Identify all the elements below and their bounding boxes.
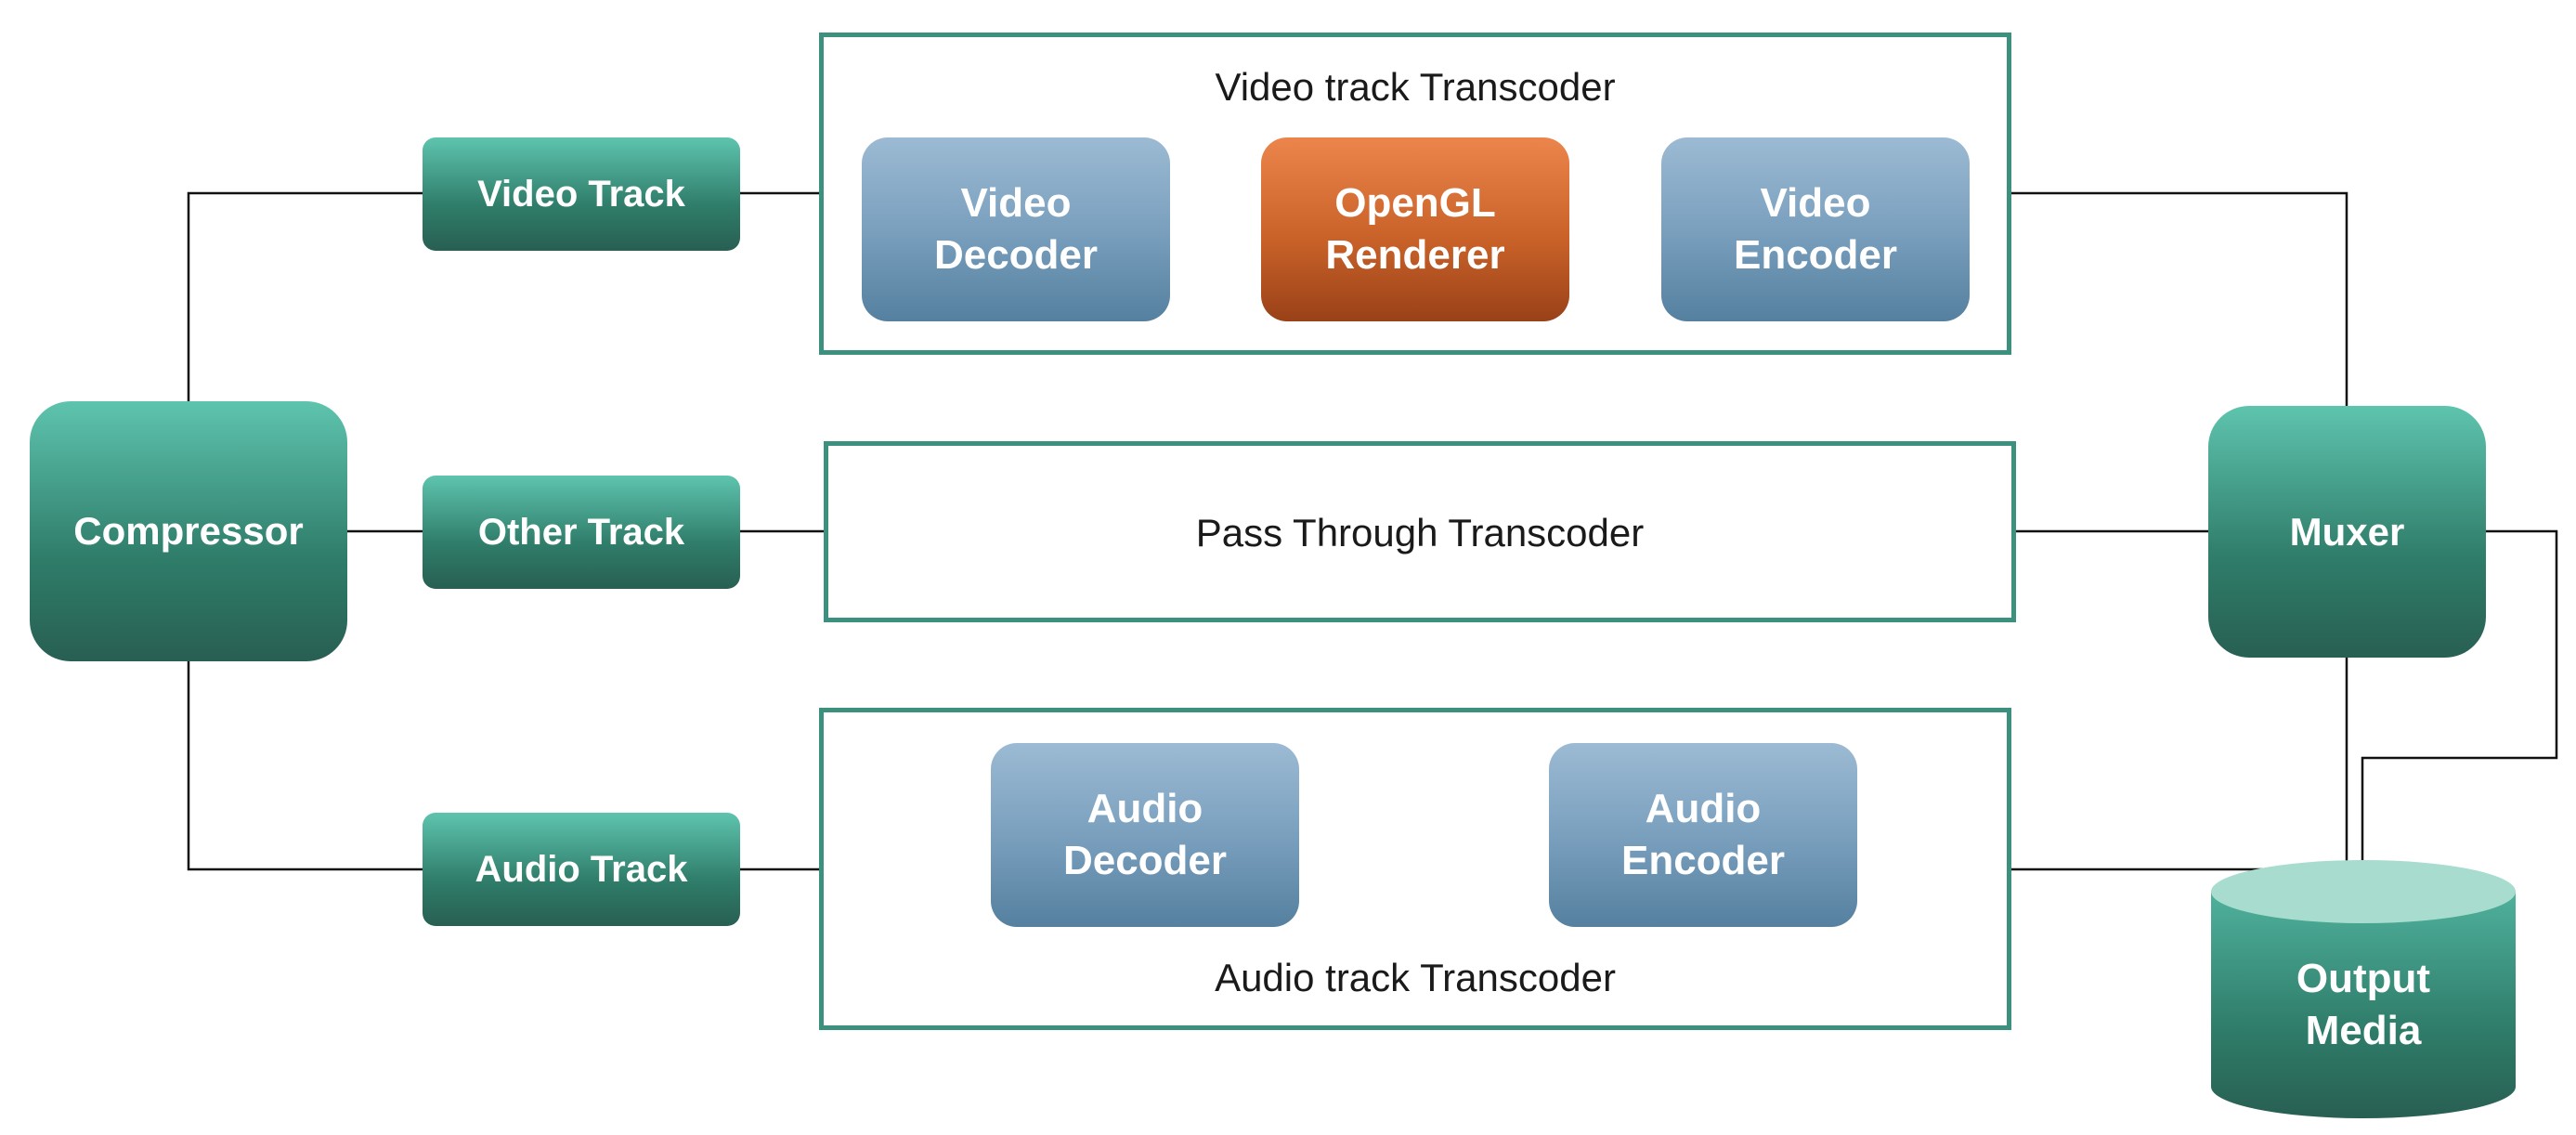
wire-compressor-video	[187, 191, 423, 401]
pass-through-transcoder-frame: Pass Through Transcoder	[824, 441, 2016, 622]
other-track-node: Other Track	[423, 476, 740, 589]
wire-audiotranscoder-muxer	[2011, 658, 2348, 871]
opengl-renderer-node: OpenGL Renderer	[1261, 137, 1569, 321]
pass-through-transcoder-title: Pass Through Transcoder	[1195, 511, 1645, 554]
video-track-node: Video Track	[423, 137, 740, 251]
video-encoder-node: Video Encoder	[1661, 137, 1970, 321]
audio-track-label: Audio Track	[475, 848, 688, 890]
compressor-node: Compressor	[30, 401, 347, 661]
wire-videotranscoder-muxer	[2011, 191, 2348, 406]
audio-decoder-label: Audio Decoder	[1062, 786, 1228, 883]
video-decoder-label: Video Decoder	[933, 180, 1099, 278]
other-track-label: Other Track	[477, 511, 685, 553]
opengl-renderer-label: OpenGL Renderer	[1325, 180, 1505, 278]
video-transcoder-title: Video track Transcoder	[1215, 65, 1616, 109]
wire-compressor-audio	[187, 661, 423, 871]
muxer-node: Muxer	[2208, 406, 2486, 658]
audio-encoder-label: Audio Encoder	[1620, 786, 1786, 883]
output-media-cylinder	[2211, 860, 2516, 1118]
video-encoder-label: Video Encoder	[1733, 180, 1898, 278]
audio-encoder-node: Audio Encoder	[1549, 743, 1857, 927]
output-media-label: Output Media	[2296, 956, 2431, 1053]
compressor-label: Compressor	[73, 509, 304, 553]
wire-muxer-output	[2361, 529, 2558, 864]
audio-transcoder-frame: Audio track Transcoder	[819, 708, 2011, 1030]
video-decoder-node: Video Decoder	[862, 137, 1170, 321]
video-track-label: Video Track	[477, 173, 685, 215]
video-transcoder-frame: Video track Transcoder	[819, 33, 2011, 355]
audio-transcoder-title: Audio track Transcoder	[1215, 956, 1616, 999]
audio-decoder-node: Audio Decoder	[991, 743, 1299, 927]
audio-track-node: Audio Track	[423, 813, 740, 926]
muxer-label: Muxer	[2289, 509, 2405, 554]
